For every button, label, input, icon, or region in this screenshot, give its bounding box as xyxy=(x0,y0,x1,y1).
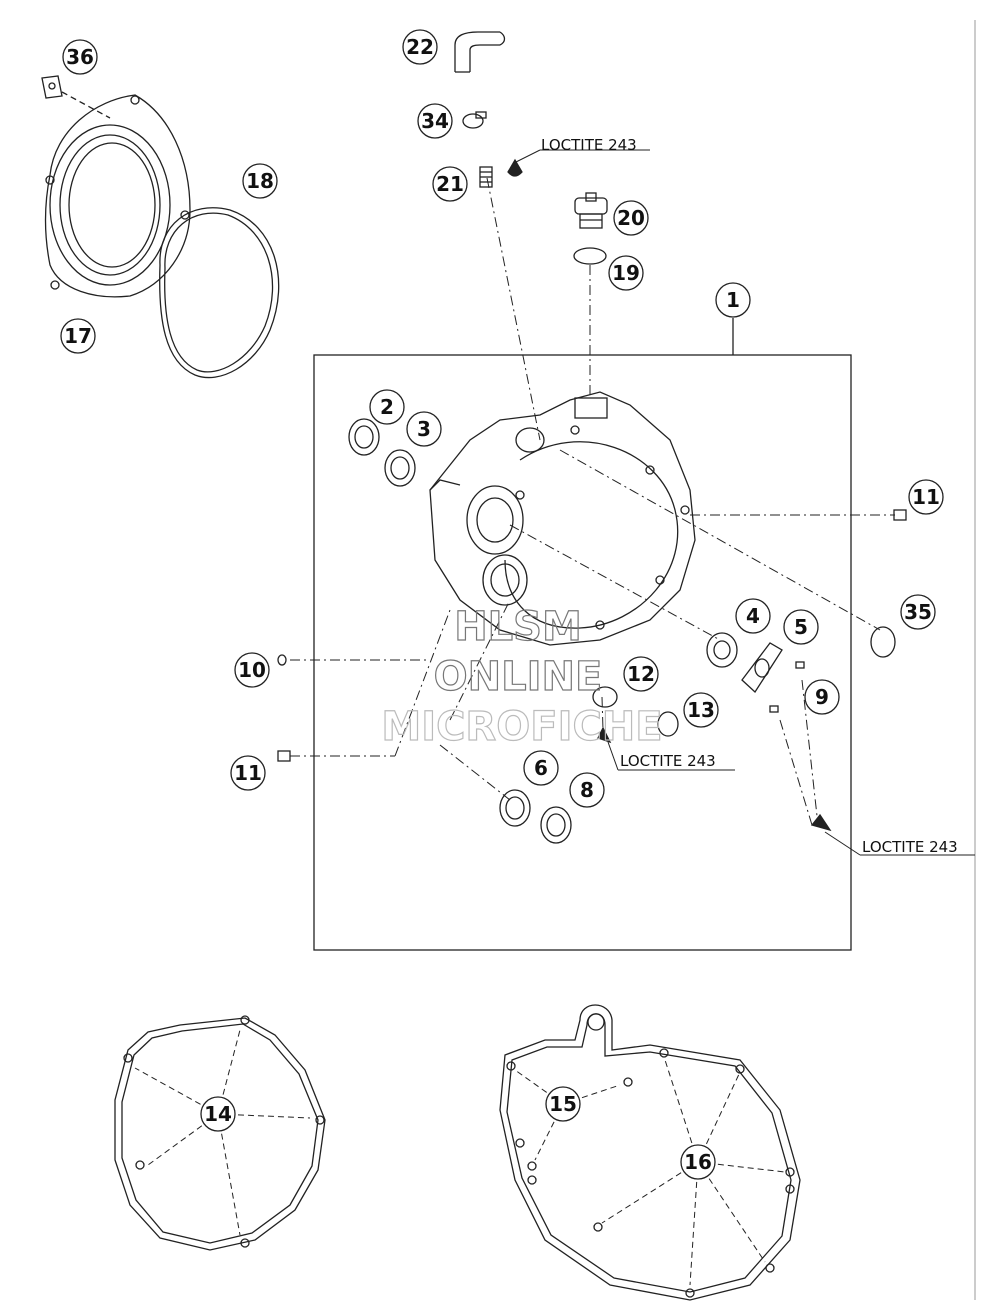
leader-lines xyxy=(290,177,895,826)
svg-text:2: 2 xyxy=(380,395,394,419)
callout-14: 14 xyxy=(200,1096,236,1132)
callout-18: 18 xyxy=(242,163,278,199)
callout-34: 34 xyxy=(417,103,453,139)
part-14-gasket xyxy=(114,1015,326,1251)
loctite-label-middle: LOCTITE 243 xyxy=(620,752,716,770)
svg-text:9: 9 xyxy=(815,685,829,709)
svg-text:17: 17 xyxy=(64,324,92,348)
callout-2: 2 xyxy=(369,389,405,425)
svg-text:12: 12 xyxy=(627,662,655,686)
part-15-16-gasket xyxy=(499,1004,801,1301)
svg-text:5: 5 xyxy=(794,615,808,639)
svg-text:4: 4 xyxy=(746,604,760,628)
callout-5: 5 xyxy=(783,609,819,645)
svg-text:14: 14 xyxy=(204,1102,232,1126)
part-4-bearing xyxy=(706,632,738,668)
callouts: 1 2 3 4 5 6 8 9 10 11 11 12 13 14 15 16 … xyxy=(60,29,944,1180)
part-1-clutch-cover-body xyxy=(429,391,696,646)
callout-13: 13 xyxy=(683,692,719,728)
part-17-clutch-cover xyxy=(44,94,191,298)
part-5-hole xyxy=(754,658,770,678)
svg-text:18: 18 xyxy=(246,169,274,193)
callout-17: 17 xyxy=(60,318,96,354)
callout-4: 4 xyxy=(735,598,771,634)
part-11-dowel-right xyxy=(893,509,907,521)
part-21-fitting xyxy=(479,149,650,188)
svg-text:11: 11 xyxy=(912,485,940,509)
watermark-line-1: HLSM xyxy=(454,604,582,650)
svg-text:1: 1 xyxy=(726,288,740,312)
callout-20: 20 xyxy=(613,200,649,236)
part-10-oring xyxy=(277,654,287,666)
svg-text:13: 13 xyxy=(687,698,715,722)
part-20-filler-plug xyxy=(574,192,608,229)
callout-11-left: 11 xyxy=(230,755,266,791)
callout-16: 16 xyxy=(680,1144,716,1180)
callout-35: 35 xyxy=(900,594,936,630)
part-9-screws xyxy=(769,661,975,856)
part-18-gasket xyxy=(159,207,280,379)
part-3-seal xyxy=(384,449,416,487)
loctite-label-top: LOCTITE 243 xyxy=(541,136,637,154)
assembly-box xyxy=(313,354,852,951)
part-8-seal xyxy=(540,806,572,844)
svg-text:35: 35 xyxy=(904,600,932,624)
part-22-hose xyxy=(454,31,506,73)
svg-text:6: 6 xyxy=(534,756,548,780)
callout-10: 10 xyxy=(234,652,270,688)
svg-text:3: 3 xyxy=(417,417,431,441)
part-18-gasket-inner xyxy=(164,212,274,373)
svg-text:21: 21 xyxy=(436,172,464,196)
callout-1: 1 xyxy=(715,282,751,318)
svg-text:11: 11 xyxy=(234,761,262,785)
callout-15: 15 xyxy=(545,1086,581,1122)
svg-text:15: 15 xyxy=(549,1092,577,1116)
part-13-circlip xyxy=(657,711,679,737)
part-35-oring xyxy=(870,626,896,658)
part-2-seal xyxy=(348,418,380,456)
svg-text:10: 10 xyxy=(238,658,266,682)
loctite-label-right: LOCTITE 243 xyxy=(862,838,958,856)
svg-text:19: 19 xyxy=(612,261,640,285)
callout-3: 3 xyxy=(406,411,442,447)
part-34-clip xyxy=(462,111,487,129)
callout-36: 36 xyxy=(62,39,98,75)
callout-19: 19 xyxy=(608,255,644,291)
part-19-oring xyxy=(573,247,607,265)
svg-text:20: 20 xyxy=(617,206,645,230)
part-12-nozzle xyxy=(592,686,735,771)
part-11-dowel-left xyxy=(277,750,291,762)
callout-21: 21 xyxy=(432,166,468,202)
callout-6: 6 xyxy=(523,750,559,786)
part-5-plate xyxy=(741,642,783,694)
watermark-line-2: ONLINE xyxy=(434,654,603,700)
svg-text:8: 8 xyxy=(580,778,594,802)
callout-9: 9 xyxy=(804,679,840,715)
callout-11-right: 11 xyxy=(908,479,944,515)
part-6-seal xyxy=(499,789,531,827)
callout-22: 22 xyxy=(402,29,438,65)
part-36-bracket xyxy=(41,75,111,119)
svg-text:16: 16 xyxy=(684,1150,712,1174)
callout-8: 8 xyxy=(569,772,605,808)
svg-text:22: 22 xyxy=(406,35,434,59)
watermark-line-3: MICROFICHE xyxy=(381,704,662,750)
svg-text:36: 36 xyxy=(66,45,94,69)
svg-text:34: 34 xyxy=(421,109,449,133)
callout-12: 12 xyxy=(623,656,659,692)
